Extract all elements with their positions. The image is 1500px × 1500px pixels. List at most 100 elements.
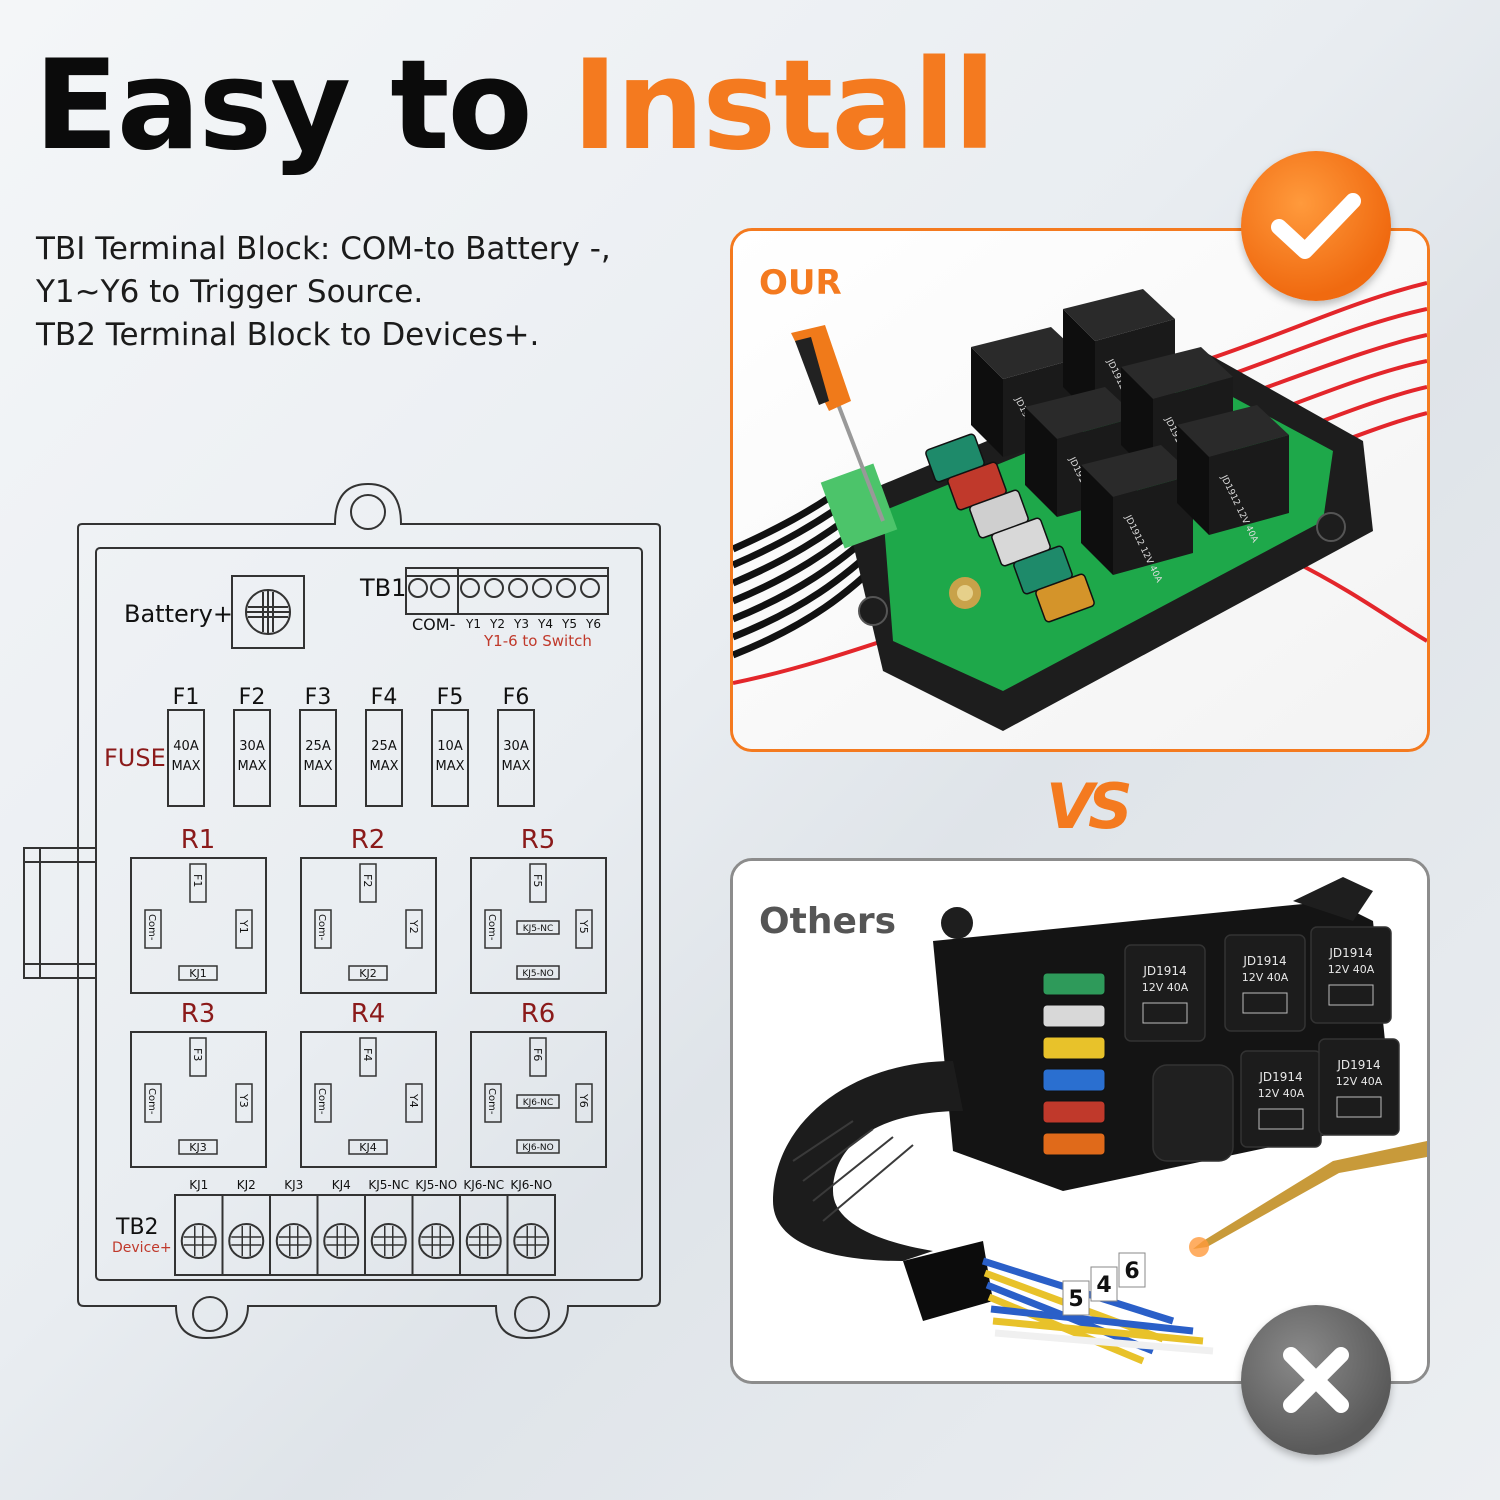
wire-label-text: 6: [1124, 1259, 1139, 1284]
fuse-label: FUSE: [104, 744, 166, 772]
relay-pin-label: KJ6-NC: [523, 1098, 554, 1108]
relay-schematic: [1336, 1096, 1382, 1118]
battery-label: Battery+: [124, 600, 233, 628]
relay-text: JD1914: [1258, 1070, 1302, 1084]
relay-pin: [314, 1083, 332, 1123]
relay-schematic: [1258, 1108, 1304, 1130]
relay-top: [1121, 347, 1233, 399]
versus-label: VS: [1046, 770, 1133, 843]
relay-body: [1318, 1038, 1400, 1136]
tb1-pin-label: Y2: [489, 617, 505, 631]
tb2-terminal-label: KJ6-NO: [510, 1178, 552, 1192]
tb1-pin-hole: [484, 578, 504, 598]
fuse-slot: [167, 709, 205, 807]
green-terminal: [820, 463, 898, 549]
tb1-pin-hole: [532, 578, 552, 598]
relay-pin-label: KJ1: [189, 967, 206, 980]
relay-top: [1025, 387, 1137, 439]
relay-pin-label: KJ6-NO: [522, 1143, 553, 1153]
loose-wires: [981, 1257, 1214, 1365]
relay-socket: [300, 857, 437, 994]
wire-label-tag: [1062, 1280, 1090, 1316]
housing-outline: [77, 482, 661, 1340]
relay-pin: [314, 909, 332, 949]
fuse-rating: 25A: [305, 739, 331, 754]
tb1-pin-hole: [556, 578, 576, 598]
relay-text: 12V 40A: [1258, 1087, 1305, 1100]
relay-socket: [130, 1031, 267, 1168]
tb2-terminal-label: KJ5-NC: [368, 1178, 409, 1192]
blade-fuse: [1042, 1132, 1106, 1156]
relay-pin-label: Com-: [146, 914, 157, 941]
wire-label-tag: [1090, 1266, 1118, 1302]
relay-pin-label: KJ5-NO: [522, 969, 553, 979]
fuse-name: F2: [239, 685, 266, 710]
relay-pin-label: Com-: [316, 914, 327, 941]
description-line: TBI Terminal Block: COM-to Battery -,: [36, 231, 611, 267]
tb2-screw-icon: [465, 1223, 502, 1259]
mount-hole: [192, 1296, 228, 1332]
tb2-terminal-label: KJ3: [284, 1178, 303, 1192]
relay-pin-label: Y3: [237, 1093, 250, 1108]
relay-body: [1310, 926, 1392, 1024]
relay-pin-label: F6: [531, 1048, 544, 1061]
tb1-pin-label: Y4: [537, 617, 553, 631]
fuse-name: F5: [437, 685, 464, 710]
relay-pin: [189, 1037, 207, 1077]
tb2-sublabel: Device+: [112, 1240, 172, 1256]
headline: Easy to Install: [34, 38, 996, 174]
relay-pin: [348, 965, 388, 981]
tb2-terminal-label: KJ1: [189, 1178, 208, 1192]
relay-side: [1025, 407, 1057, 517]
relay-pin-label: Com-: [316, 1088, 327, 1115]
fuse-max: MAX: [171, 759, 200, 774]
relay-pin: [529, 863, 547, 903]
fuse-rating: 40A: [173, 739, 199, 754]
relay-pin-label: KJ2: [359, 967, 376, 980]
relay-pin-label: Y5: [577, 919, 590, 934]
tb2-terminal-label: KJ4: [332, 1178, 351, 1192]
relay-pin-label: F4: [361, 1048, 374, 1061]
fuse-slot: [497, 709, 535, 807]
relay-pin: [144, 909, 162, 949]
relay-socket: [470, 857, 607, 994]
relay-body: [1224, 934, 1306, 1032]
tb2-terminal-label: KJ2: [237, 1178, 256, 1192]
relay-pin: [178, 1139, 218, 1155]
relay-pin-label: F5: [531, 874, 544, 887]
relay-pin-label: KJ4: [359, 1141, 376, 1154]
relay-pin: [516, 1094, 560, 1109]
relay-top: [1081, 445, 1193, 497]
relay-pin: [235, 1083, 253, 1123]
fuse-max: MAX: [303, 759, 332, 774]
relay-pin-label: KJ5-NC: [523, 924, 554, 934]
tb1-label: TB1: [359, 574, 406, 602]
tb2-label: TB2: [115, 1215, 159, 1240]
tb2-terminal-label: KJ5-NO: [415, 1178, 457, 1192]
tb1-pin-hole: [460, 578, 480, 598]
relay-name: R1: [181, 825, 216, 855]
relay-pin: [348, 1139, 388, 1155]
relay-cover: [1152, 1064, 1234, 1162]
relay-front: [1209, 435, 1289, 535]
others-label: Others: [759, 901, 897, 942]
tb2-screw-icon: [513, 1223, 550, 1259]
relay-pin-label: Com-: [486, 1088, 497, 1115]
relay-pin: [575, 909, 593, 949]
braided-sleeve: [773, 1061, 963, 1261]
screwdriver-icon: [791, 325, 885, 522]
relay-name: R2: [351, 825, 386, 855]
tb1-com-label: COM-: [412, 615, 455, 634]
tb1-block: [405, 567, 609, 615]
relay-top: [971, 327, 1083, 379]
relay-pin-label: KJ3: [189, 1141, 206, 1154]
fuse-max: MAX: [435, 759, 464, 774]
blade-fuse: [1042, 1100, 1106, 1124]
relay-schematic: [1328, 984, 1374, 1006]
description-line: TB2 Terminal Block to Devices+.: [36, 317, 540, 353]
fuse-name: F3: [305, 685, 332, 710]
